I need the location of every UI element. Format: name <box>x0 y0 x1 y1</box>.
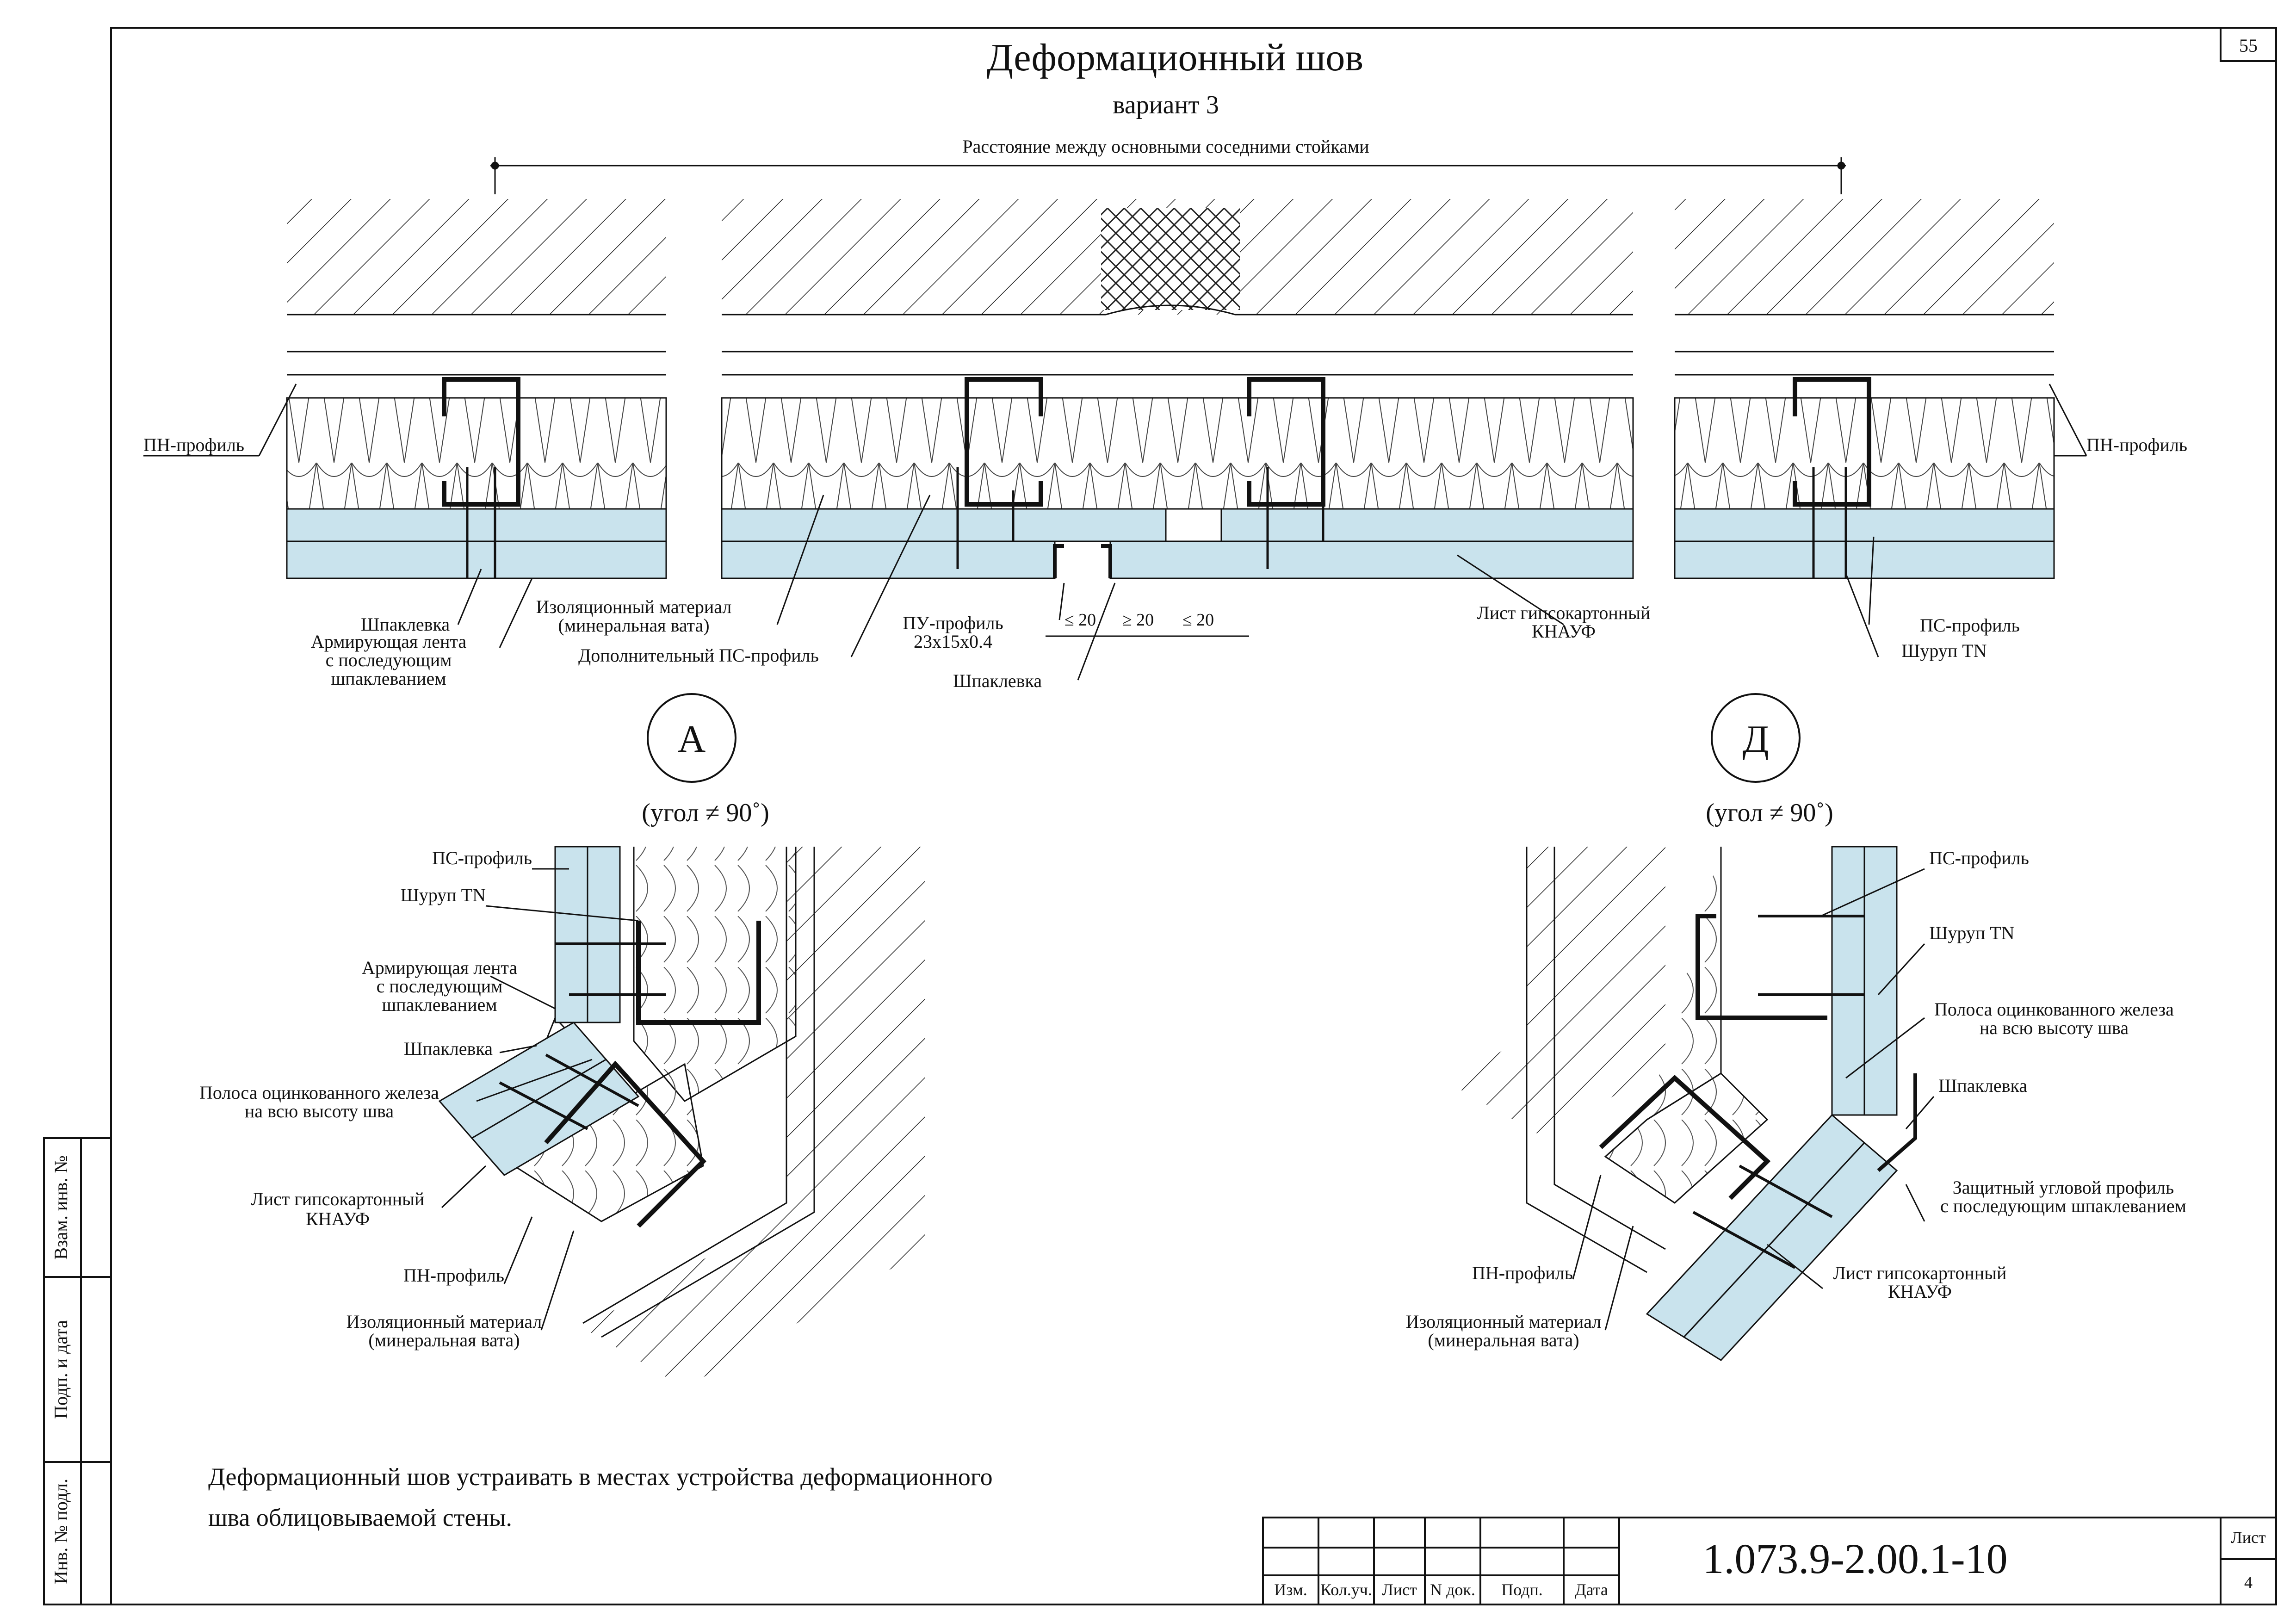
tb-header-kolvo: Кол.уч. <box>1320 1580 1372 1599</box>
label-tape-1: Армирующая лента <box>311 631 466 652</box>
detail-d-label-putty: Шпаклевка <box>1938 1075 2027 1096</box>
detail-a-label-tape-2: с последующим <box>377 976 503 997</box>
detail-d-leaders <box>1572 868 1935 1331</box>
board-center-right-inner <box>1220 508 1634 542</box>
note-line-2: шва облицовываемой стены. <box>208 1504 512 1531</box>
detail-d-label-ps: ПС-профиль <box>1929 848 2029 868</box>
tb-header-data: Дата <box>1575 1580 1608 1599</box>
detail-d-drawing <box>1448 846 1917 1361</box>
label-pu-profile-1: ПУ-профиль <box>903 613 1003 633</box>
board-right-inner <box>1674 508 2055 542</box>
detail-d-label-gkl-2: КНАУФ <box>1888 1281 1952 1302</box>
label-pn-left: ПН-профиль <box>143 434 244 455</box>
sheet-number-top: 55 <box>2239 35 2258 56</box>
board-center-right-outer <box>1109 540 1634 579</box>
label-extra-ps: Дополнительный ПС-профиль <box>578 645 819 666</box>
tb-header-izm: Изм. <box>1274 1580 1307 1599</box>
insulation-left <box>286 397 667 510</box>
tb-sheet-value: 4 <box>2244 1573 2253 1592</box>
dim-2: ≥ 20 <box>1122 610 1154 630</box>
detail-a-label-ps: ПС-профиль <box>432 848 532 868</box>
detail-a-label-tape-1: Армирующая лента <box>362 957 517 978</box>
top-leaders <box>143 384 2087 681</box>
drawing-title: Деформационный шов <box>987 36 1363 79</box>
tb-header-list: Лист <box>1382 1580 1417 1599</box>
top-dimension-label: Расстояние между основными соседними сто… <box>962 136 1369 157</box>
detail-a-angle: (угол ≠ 90˚) <box>642 799 769 827</box>
detail-d-label-corner-2: с последующим шпаклеванием <box>1940 1196 2186 1216</box>
dim-3: ≤ 20 <box>1182 610 1214 630</box>
side-stamp-signature: Подп. и дата <box>50 1320 71 1419</box>
detail-d-label-insulation-1: Изоляционный материал <box>1406 1311 1602 1332</box>
board-left-inner <box>286 508 667 542</box>
note-line-1: Деформационный шов устраивать в местах у… <box>208 1463 993 1491</box>
detail-a-marker <box>647 693 736 783</box>
tb-sheet-label: Лист <box>2231 1528 2266 1547</box>
sheet-frame <box>43 27 2277 1605</box>
board-left-outer <box>286 540 667 579</box>
detail-a-drawing <box>438 846 925 1388</box>
tb-header-podp: Подп. <box>1501 1580 1543 1599</box>
detail-a-label-putty: Шпаклевка <box>404 1038 493 1059</box>
label-insulation-1: Изоляционный материал <box>536 596 732 617</box>
detail-d-label-pn: ПН-профиль <box>1472 1263 1573 1283</box>
top-dimension-line <box>490 157 1846 194</box>
label-tape-3: шпаклеванием <box>331 668 446 689</box>
dim-1: ≤ 20 <box>1064 610 1096 630</box>
detail-d-label-gkl-1: Лист гипсокартонный <box>1833 1263 2007 1283</box>
detail-a-letter: А <box>678 718 706 761</box>
side-stamp-inventory: Инв. № подл. <box>50 1479 71 1584</box>
detail-a-label-strip-1: Полоса оцинкованного железа <box>199 1082 439 1103</box>
label-pn-right: ПН-профиль <box>2086 434 2187 455</box>
label-putty-left: Шпаклевка <box>361 614 450 635</box>
detail-a-leaders <box>441 868 639 1331</box>
expansion-filler-cross <box>1101 208 1240 310</box>
detail-d-marker <box>1711 693 1801 783</box>
side-stamp-replacement: Взам. инв. № <box>50 1155 71 1259</box>
detail-d-label-corner-1: Защитный угловой профиль <box>1953 1177 2174 1198</box>
drawing-subtitle: вариант 3 <box>1113 91 1219 119</box>
detail-a-label-gkl-2: КНАУФ <box>306 1208 370 1229</box>
detail-a-label-tape-3: шпаклеванием <box>382 994 497 1015</box>
detail-d-angle: (угол ≠ 90˚) <box>1706 799 1833 827</box>
insulation-center <box>721 397 1634 510</box>
tb-header-ndoc: N док. <box>1430 1580 1475 1599</box>
label-insulation-2: (минеральная вата) <box>558 615 709 636</box>
detail-a-label-strip-2: на всю высоту шва <box>245 1101 394 1121</box>
detail-a-label-insulation-2: (минеральная вата) <box>368 1330 520 1350</box>
board-center-left-inner <box>721 508 1167 542</box>
detail-a-label-insulation-1: Изоляционный материал <box>347 1311 542 1332</box>
detail-a-label-pn: ПН-профиль <box>403 1265 504 1286</box>
wall-left <box>287 199 666 315</box>
detail-d-label-strip-1: Полоса оцинкованного железа <box>1934 999 2174 1020</box>
board-center-left-outer <box>721 540 1056 579</box>
label-ps-right: ПС-профиль <box>1920 615 2020 636</box>
detail-d-label-insulation-2: (минеральная вата) <box>1428 1330 1579 1350</box>
title-block <box>1262 1517 2277 1605</box>
insulation-right <box>1674 397 2055 510</box>
label-gkl-1: Лист гипсокартонный <box>1477 602 1651 623</box>
detail-d-label-screw: Шуруп TN <box>1929 923 2015 943</box>
document-code: 1.073.9-2.00.1-10 <box>1702 1535 2007 1582</box>
label-tape-2: с последующим <box>326 650 452 670</box>
label-gkl-2: КНАУФ <box>1532 621 1596 642</box>
top-section <box>286 199 2055 579</box>
detail-d-letter: Д <box>1742 718 1769 761</box>
label-putty-center: Шпаклевка <box>953 670 1042 691</box>
detail-a-label-gkl-1: Лист гипсокартонный <box>251 1189 425 1209</box>
wall-right <box>1675 199 2054 315</box>
detail-a-label-screw: Шуруп TN <box>400 885 486 905</box>
detail-d-label-strip-2: на всю высоту шва <box>1980 1017 2129 1038</box>
label-screw-right: Шуруп TN <box>1901 640 1987 661</box>
board-right-outer <box>1674 540 2055 579</box>
label-pu-profile-2: 23х15х0.4 <box>914 631 992 652</box>
